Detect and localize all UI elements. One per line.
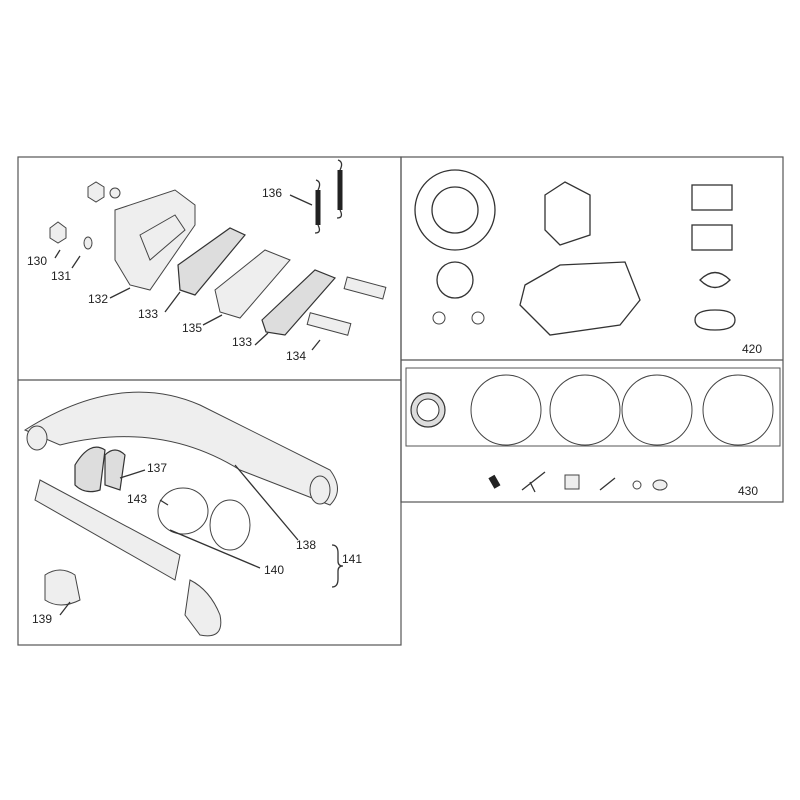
kit-label-430: 430 — [738, 484, 759, 498]
callout-143: 143 — [127, 492, 148, 506]
intake-parts-drawing — [49, 159, 387, 351]
callout-135: 135 — [182, 321, 203, 335]
callout-137: 137 — [147, 461, 168, 475]
callout-131: 131 — [51, 269, 72, 283]
carb-kit-drawing — [410, 374, 774, 493]
callout-133b: 133 — [232, 335, 253, 349]
callout-141: 141 — [342, 552, 363, 566]
kit-label-420: 420 — [742, 342, 763, 356]
callout-140: 140 — [264, 563, 285, 577]
callout-134: 134 — [286, 349, 307, 363]
callout-138: 138 — [296, 538, 317, 552]
gasket-kit-drawing — [414, 169, 736, 336]
callout-136: 136 — [262, 186, 283, 200]
callout-139: 139 — [32, 612, 53, 626]
callout-133a: 133 — [138, 307, 159, 321]
panel-frames — [17, 156, 784, 646]
callout-130: 130 — [27, 254, 48, 268]
callout-132: 132 — [88, 292, 109, 306]
exhaust-parts-drawing — [23, 391, 344, 637]
